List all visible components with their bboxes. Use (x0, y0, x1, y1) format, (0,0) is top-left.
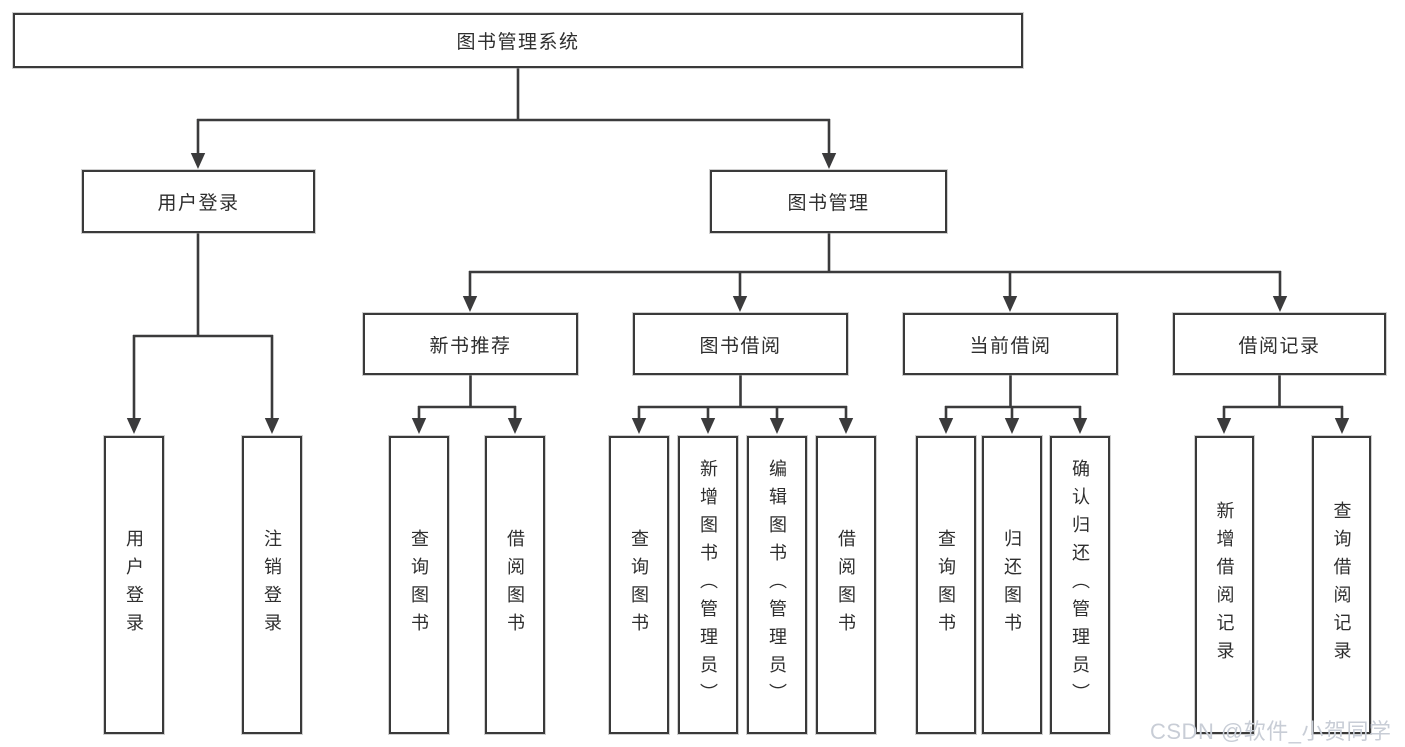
node-current-borrowing: 当前借阅 (903, 313, 1118, 375)
leaf-return-books: 归还图书 (982, 436, 1042, 734)
leaf-add-borrow-record: 新增借阅记录 (1195, 436, 1254, 734)
leaf-query-books-borrow: 查询图书 (609, 436, 669, 734)
leaf-edit-books-admin: 编辑图书（管理员） (747, 436, 807, 734)
csdn-watermark: CSDN @软件_小贺同学 (1150, 719, 1392, 744)
node-user-login: 用户登录 (82, 170, 315, 233)
leaf-add-books-admin: 新增图书（管理员） (678, 436, 738, 734)
node-book-management: 图书管理 (710, 170, 947, 233)
leaf-query-books-recommend: 查询图书 (389, 436, 449, 734)
node-book-borrowing: 图书借阅 (633, 313, 848, 375)
node-new-book-recommendation: 新书推荐 (363, 313, 578, 375)
leaf-query-books-current: 查询图书 (916, 436, 976, 734)
leaf-confirm-return-admin: 确认归还（管理员） (1050, 436, 1110, 734)
node-library-management-system: 图书管理系统 (13, 13, 1023, 68)
leaf-user-login: 用户登录 (104, 436, 164, 734)
node-borrowing-records: 借阅记录 (1173, 313, 1386, 375)
leaf-borrow-books-recommend: 借阅图书 (485, 436, 545, 734)
leaf-borrow-books: 借阅图书 (816, 436, 876, 734)
leaf-query-borrow-record: 查询借阅记录 (1312, 436, 1371, 734)
leaf-logout-login: 注销登录 (242, 436, 302, 734)
